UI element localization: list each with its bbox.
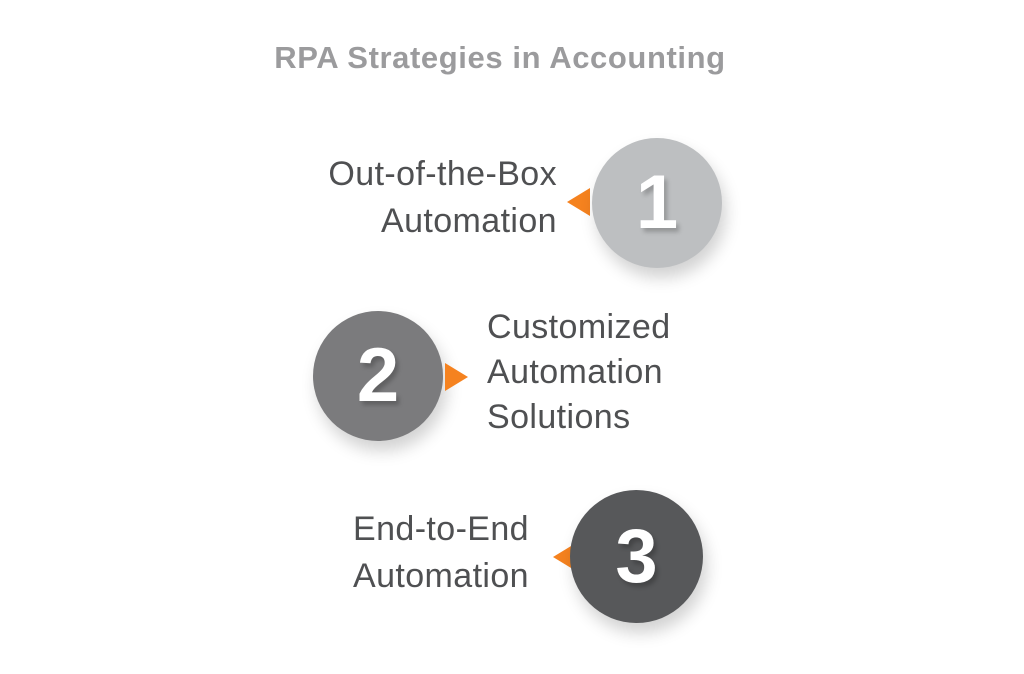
step-3-circle: 3 [570, 490, 703, 623]
step-1-label-line-1: Out-of-the-Box [328, 155, 557, 193]
step-1-label: Out-of-the-Box Automation [328, 151, 557, 245]
step-2-label: Customized Automation Solutions [487, 305, 671, 440]
step-2-circle: 2 [313, 311, 443, 441]
step-1-label-line-2: Automation [381, 202, 557, 240]
step-1-circle: 1 [592, 138, 722, 268]
page-title: RPA Strategies in Accounting [274, 40, 726, 75]
step-3-label-line-1: End-to-End [353, 510, 529, 548]
step-3-label: End-to-End Automation [353, 506, 529, 600]
arrow-right-icon [445, 363, 468, 391]
step-2-label-line-1: Customized [487, 308, 671, 346]
step-2-label-line-3: Solutions [487, 398, 631, 436]
step-2-label-line-2: Automation [487, 353, 663, 391]
step-1-number: 1 [635, 160, 679, 245]
arrow-left-icon [567, 188, 590, 216]
step-3-number: 3 [615, 513, 658, 599]
step-2-number: 2 [356, 333, 400, 418]
step-3-label-line-2: Automation [353, 557, 529, 595]
